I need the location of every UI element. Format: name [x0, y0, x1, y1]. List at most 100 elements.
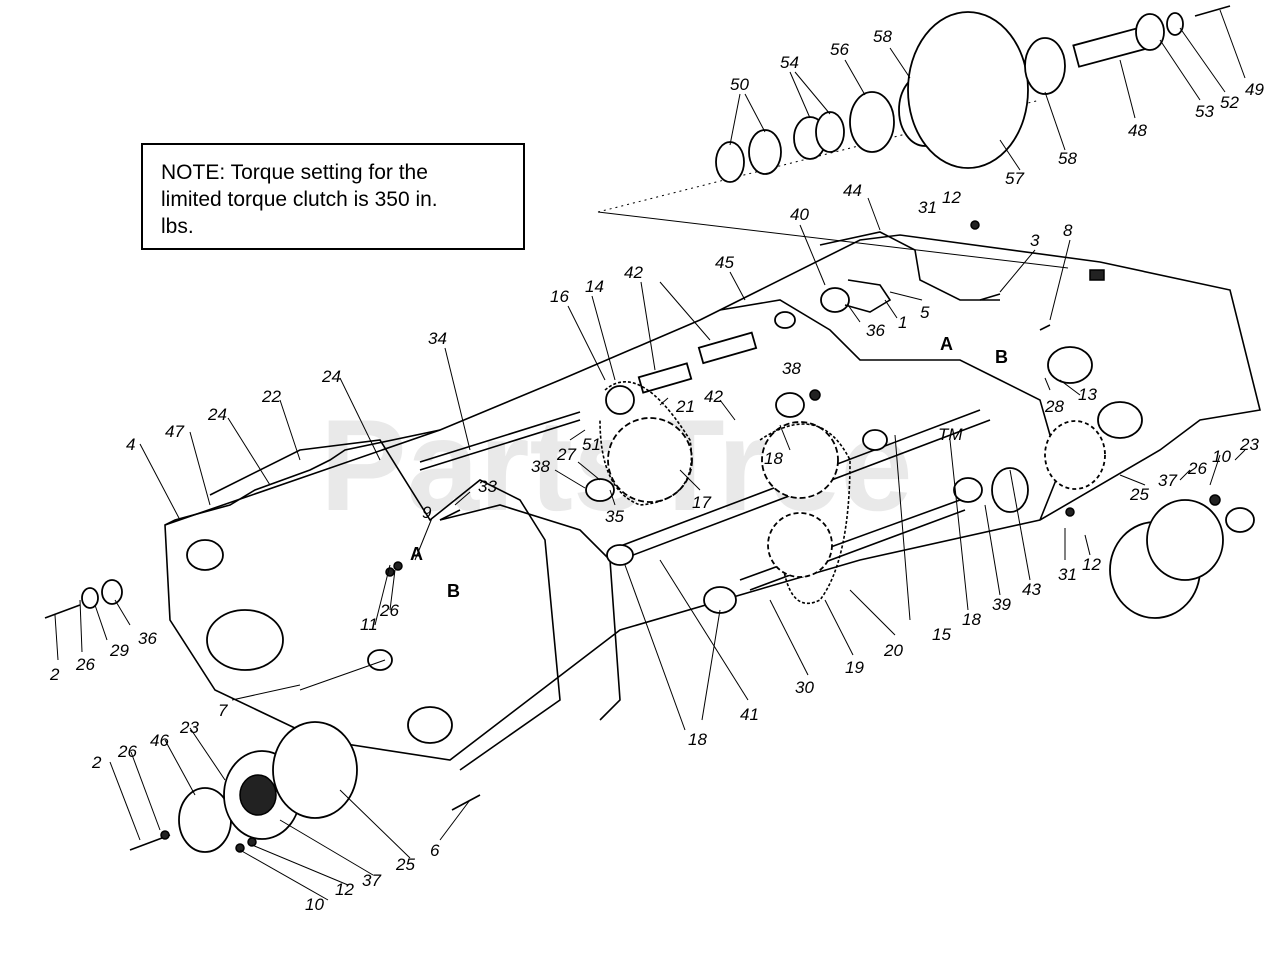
sprocket-38a — [775, 392, 805, 418]
callout-labels: 50 54 56 58 58 57 48 53 52 49 31 12 44 4… — [49, 27, 1264, 914]
callout-18-bottom: 18 — [688, 730, 707, 749]
callout-30: 30 — [795, 678, 814, 697]
callout-12-right: 12 — [1082, 555, 1101, 574]
callout-20: 20 — [883, 641, 903, 660]
callout-26-bottom: 26 — [117, 742, 137, 761]
callout-25-bottom: 25 — [395, 855, 415, 874]
housing-hole-1 — [186, 539, 224, 571]
housing-hole-3 — [407, 706, 453, 744]
callout-8: 8 — [1063, 221, 1073, 240]
callout-33: 33 — [478, 477, 497, 496]
nut-12-bottom — [247, 837, 257, 847]
callout-47: 47 — [165, 422, 184, 441]
callout-26-right: 26 — [1187, 459, 1207, 478]
section-mark-a-right: A — [940, 334, 953, 354]
pulley-57 — [907, 11, 1029, 169]
callout-10-bottom: 10 — [305, 895, 324, 914]
housing-hole-6 — [1047, 346, 1093, 384]
callout-26-left: 26 — [75, 655, 95, 674]
washer-29 — [81, 587, 99, 609]
callout-19: 19 — [845, 658, 864, 677]
callout-4: 4 — [126, 435, 135, 454]
bearing-36-left — [101, 579, 123, 605]
nut-31-right — [1065, 507, 1075, 517]
center-line-lower — [597, 211, 1069, 269]
note-line-3: lbs. — [161, 215, 194, 238]
bearing-36-top — [820, 287, 850, 313]
flange-25-right-b — [1044, 420, 1106, 490]
callout-21: 21 — [675, 397, 695, 416]
callout-41: 41 — [740, 705, 759, 724]
housing-hole-7 — [1097, 401, 1143, 439]
callout-15: 15 — [932, 625, 951, 644]
callout-11: 11 — [360, 615, 378, 634]
section-mark-a-left: A — [410, 544, 423, 564]
callout-42-mid: 42 — [704, 387, 723, 406]
collar-18 — [606, 544, 634, 566]
callout-31-right: 31 — [1058, 565, 1077, 584]
note-line-2: limited torque clutch is 350 in. — [161, 188, 438, 211]
gasket-25-left — [272, 721, 358, 819]
callout-12-top: 12 — [942, 188, 961, 207]
nut-53 — [1135, 13, 1165, 51]
callout-58-top: 58 — [873, 27, 892, 46]
callout-2-left: 2 — [49, 665, 60, 684]
callout-16: 16 — [550, 287, 569, 306]
callout-44: 44 — [843, 181, 862, 200]
leader-lines — [54, 9, 1246, 901]
callout-36-top: 36 — [866, 321, 885, 340]
washer-52 — [1166, 12, 1184, 36]
callout-46: 46 — [150, 731, 169, 750]
callout-23-bottom: 23 — [179, 718, 199, 737]
bolt-49 — [1194, 5, 1231, 17]
sprocket-17 — [607, 417, 693, 503]
callout-5: 5 — [920, 303, 930, 322]
callout-24-left: 24 — [207, 405, 227, 424]
callout-7: 7 — [218, 701, 228, 720]
right-side-parts — [820, 220, 1255, 619]
callout-27: 27 — [556, 445, 576, 464]
callout-18-right: 18 — [962, 610, 981, 629]
section-mark-b-right: B — [995, 347, 1008, 367]
callout-9: 9 — [422, 503, 432, 522]
sprocket-16 — [605, 385, 635, 415]
callout-35: 35 — [605, 507, 624, 526]
nut-50a — [715, 141, 745, 183]
callout-57: 57 — [1005, 169, 1024, 188]
callout-6: 6 — [430, 841, 440, 860]
housing-tab — [1089, 269, 1105, 281]
plate-edge-1 — [164, 429, 441, 526]
callout-13: 13 — [1078, 385, 1097, 404]
clutch-assembly — [715, 5, 1231, 183]
callout-10-right: 10 — [1212, 447, 1231, 466]
chain-14 — [599, 381, 693, 506]
callout-24-top: 24 — [321, 367, 341, 386]
housing-hole-4 — [367, 649, 393, 671]
plate-edge-3 — [439, 504, 621, 721]
washer-26-bottom — [160, 830, 170, 840]
bolt-33 — [439, 509, 461, 521]
callout-1: 1 — [898, 313, 907, 332]
chain-20 — [759, 423, 851, 605]
collar-18b — [862, 429, 888, 451]
shaft-34 — [419, 419, 581, 471]
callout-3: 3 — [1030, 231, 1040, 250]
sleeve-42b — [637, 362, 693, 394]
bearing-23-left — [239, 774, 277, 816]
bottom-hub-assembly — [129, 721, 481, 853]
callout-22: 22 — [261, 387, 281, 406]
callout-18-mid: 18 — [764, 449, 783, 468]
callout-34: 34 — [428, 329, 447, 348]
callout-31-top: 31 — [918, 198, 937, 217]
callout-38-top: 38 — [782, 359, 801, 378]
bolt-2-left — [44, 604, 81, 619]
callout-14: 14 — [585, 277, 604, 296]
callout-51: 51 — [582, 435, 601, 454]
callout-45: 45 — [715, 253, 734, 272]
callout-2-bottom: 2 — [91, 753, 102, 772]
callout-48: 48 — [1128, 121, 1147, 140]
callout-52: 52 — [1220, 93, 1239, 112]
hub-56 — [849, 91, 895, 153]
housing-hole-2 — [206, 609, 284, 671]
